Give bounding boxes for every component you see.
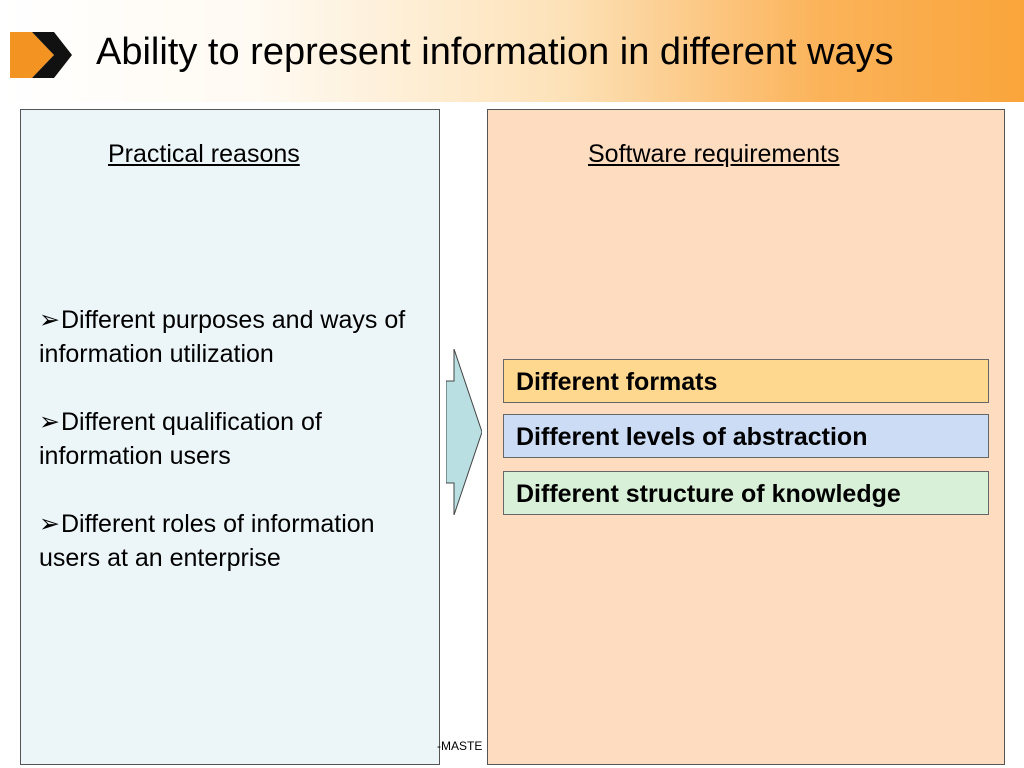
reason-text: Different qualification of information u… xyxy=(39,408,322,470)
arrow-bullet-icon: ➢ xyxy=(39,306,60,334)
reason-text: Different roles of information users at … xyxy=(39,510,375,572)
footer-fragment: -MASTE xyxy=(437,739,483,753)
requirement-abstraction-box: Different levels of abstraction xyxy=(503,414,989,458)
arrow-bullet-icon: ➢ xyxy=(39,510,60,538)
reasons-list: ➢Different purposes and ways of informat… xyxy=(39,303,431,609)
list-item: ➢Different roles of information users at… xyxy=(39,507,431,575)
list-item: ➢Different qualification of information … xyxy=(39,405,431,473)
double-chevron-logo-icon xyxy=(10,32,72,78)
practical-reasons-heading: Practical reasons xyxy=(108,140,300,168)
reason-text: Different purposes and ways of informati… xyxy=(39,306,406,368)
slide-header: Ability to represent information in diff… xyxy=(0,0,1024,102)
slide-title: Ability to represent information in diff… xyxy=(96,31,894,73)
software-requirements-heading: Software requirements xyxy=(588,140,840,168)
requirement-knowledge-box: Different structure of knowledge xyxy=(503,471,989,515)
practical-reasons-panel: Practical reasons ➢Different purposes an… xyxy=(20,109,440,765)
requirement-formats-box: Different formats xyxy=(503,359,989,403)
right-arrow-icon xyxy=(446,349,482,515)
arrow-bullet-icon: ➢ xyxy=(39,408,60,436)
list-item: ➢Different purposes and ways of informat… xyxy=(39,303,431,371)
